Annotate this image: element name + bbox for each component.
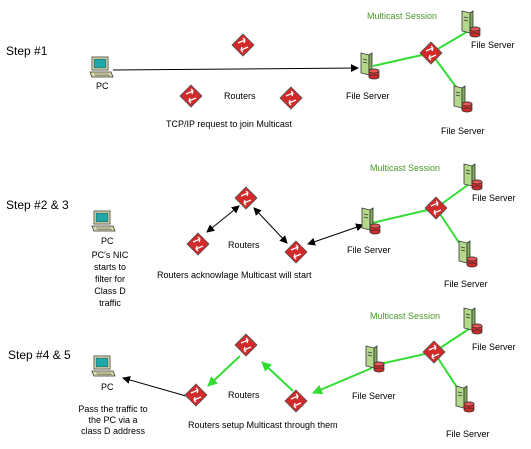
step3-pc-icon — [91, 355, 116, 377]
step1-links — [112, 29, 471, 96]
step1-title: Step #1 — [6, 44, 48, 58]
step3-links — [122, 326, 473, 397]
step2-pc-note-line: traffic — [99, 298, 121, 308]
step2-file-server-icon — [458, 240, 478, 268]
step3-pc-note-line: Pass the traffic to — [78, 404, 148, 414]
step1-request-label: TCP/IP request to join Multicast — [166, 119, 292, 129]
step2-file-server-label: File Server — [472, 193, 516, 203]
step2-pc-note-line: Class D — [94, 286, 126, 296]
step3-pc-note-line: class D address — [80, 426, 146, 436]
step2-pc-note-line: starts to — [93, 262, 127, 272]
step1-file-server-label: File Server — [471, 40, 515, 50]
step3-router-icon — [422, 340, 446, 364]
step2-pc-note-line: PC's NIC — [91, 250, 129, 260]
step2-router-icon — [424, 196, 448, 220]
step3-pc-note-line: the PC via a — [88, 415, 138, 425]
step1-router-icon — [419, 41, 443, 65]
step2-title: Step #2 & 3 — [6, 198, 69, 212]
step3-file-server-label: File Server — [352, 391, 396, 401]
step1-file-server-label: File Server — [346, 91, 390, 101]
step2-pc-note-line: filter for — [94, 274, 126, 284]
step3-router-icon — [234, 333, 258, 357]
step3-routers-label: Routers — [228, 390, 260, 400]
step2-router-icon — [234, 186, 258, 210]
step1-session-label: Multicast Session — [367, 11, 438, 21]
step2-file-server-label: File Server — [347, 245, 391, 255]
step2-router-icon — [284, 240, 308, 264]
step2-pc-label: PC — [101, 236, 114, 246]
step1-file-server-icon — [453, 85, 473, 113]
step3-router-icon — [184, 383, 208, 407]
step2-routers-label: Routers — [228, 240, 260, 250]
step3-router-icon — [284, 389, 308, 413]
step1-file-server-label: File Server — [441, 126, 485, 136]
step2-router-icon — [186, 232, 210, 256]
step3-file-server-icon — [455, 385, 475, 413]
step1-pc-label: PC — [96, 81, 109, 91]
step3-session-label: Multicast Session — [370, 311, 441, 321]
step1-pc-icon — [89, 56, 114, 78]
step3-pc-label: PC — [101, 382, 114, 392]
step2-ack-label: Routers acknowlage Multicast will start — [157, 270, 312, 280]
step1-router-icon — [231, 33, 255, 57]
step3-title: Step #4 & 5 — [8, 348, 71, 362]
step3-file-server-label: File Server — [446, 429, 490, 439]
step2-pc-icon — [91, 210, 116, 232]
step2-file-server-label: File Server — [444, 279, 488, 289]
step2-pc-note: PC's NIC starts to filter for Class D tr… — [92, 249, 129, 309]
step1-router-icon — [179, 84, 203, 108]
step3-pc-note: Pass the traffic to the PC via a class D… — [78, 404, 147, 437]
step3-setup-label: Routers setup Multicast through them — [188, 420, 338, 430]
step3-file-server-icon — [365, 345, 385, 373]
step3-file-server-label: File Server — [472, 342, 516, 352]
step2-session-label: Multicast Session — [370, 163, 441, 173]
step1-router-icon — [279, 86, 303, 110]
step1-routers-label: Routers — [224, 91, 256, 101]
